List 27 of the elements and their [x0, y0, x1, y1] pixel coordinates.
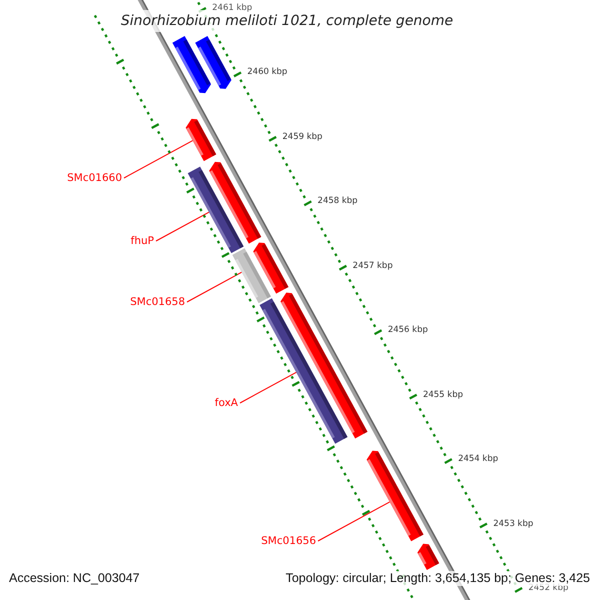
- scale-label: 2461 kbp: [212, 2, 252, 13]
- leader-line: [186, 272, 242, 302]
- leader-line: [240, 372, 297, 404]
- leader-line: [318, 501, 390, 542]
- scale-label: 2453 kbp: [493, 518, 534, 529]
- scale-label: 2455 kbp: [422, 390, 463, 400]
- gene-label: SMc01658: [130, 295, 185, 309]
- leader-line: [124, 140, 194, 178]
- gene-segment: [188, 166, 244, 254]
- scale-label: 2460 kbp: [247, 67, 288, 78]
- scale-label: 2454 kbp: [458, 454, 498, 464]
- gene-label: SMc01656: [261, 534, 316, 548]
- gene-segment: [195, 36, 232, 89]
- accession-text: Accession: NC_003047: [9, 571, 140, 586]
- gene-label: SMc01660: [67, 171, 122, 185]
- scale-label: 2458 kbp: [318, 196, 358, 206]
- gene-segment: [366, 450, 424, 542]
- scale-label: 2456 kbp: [388, 325, 428, 336]
- genome-stats-text: Topology: circular; Length: 3,654,135 bp; Genes: 3,425: [286, 571, 590, 586]
- gene-segment: [417, 544, 440, 570]
- scale-label: 2459 kbp: [282, 132, 322, 142]
- gene-segment: [186, 118, 216, 162]
- gene-label: fhuP: [130, 234, 154, 248]
- gene-label: foxA: [214, 396, 238, 410]
- scale-label: 2457 kbp: [352, 260, 393, 271]
- gene-segment: [260, 298, 348, 444]
- gene-segment: [232, 248, 271, 304]
